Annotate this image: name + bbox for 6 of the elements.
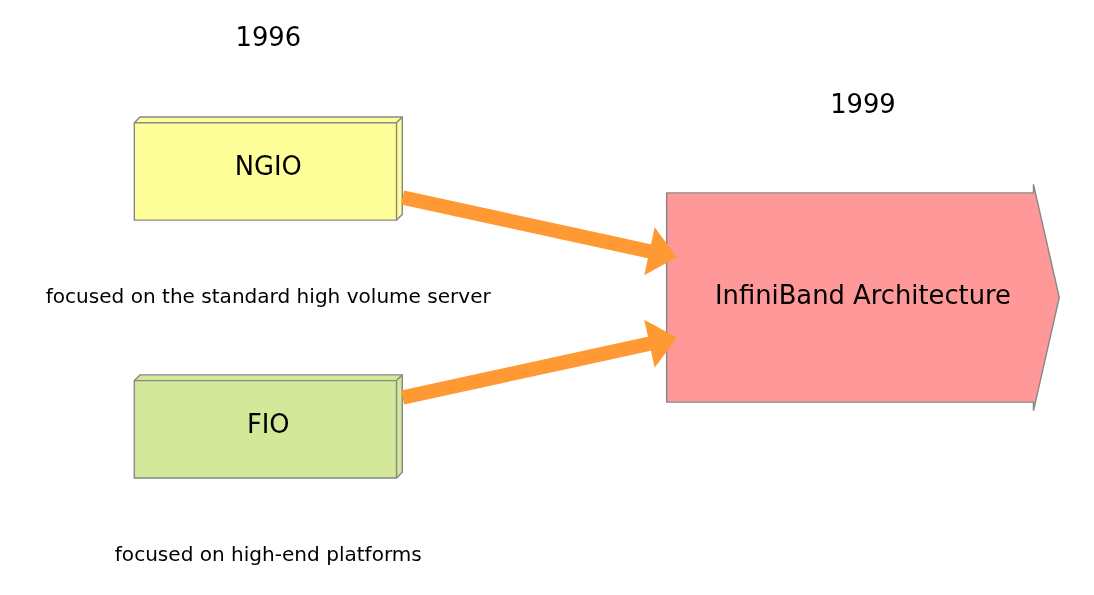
label: 1996 xyxy=(235,21,302,52)
node-label: focused on the standard high volume server xyxy=(45,283,491,308)
arrow xyxy=(401,319,677,405)
label: 1999 xyxy=(830,89,896,120)
arrow xyxy=(401,190,677,276)
node-label: focused on high-end platforms xyxy=(114,541,422,566)
